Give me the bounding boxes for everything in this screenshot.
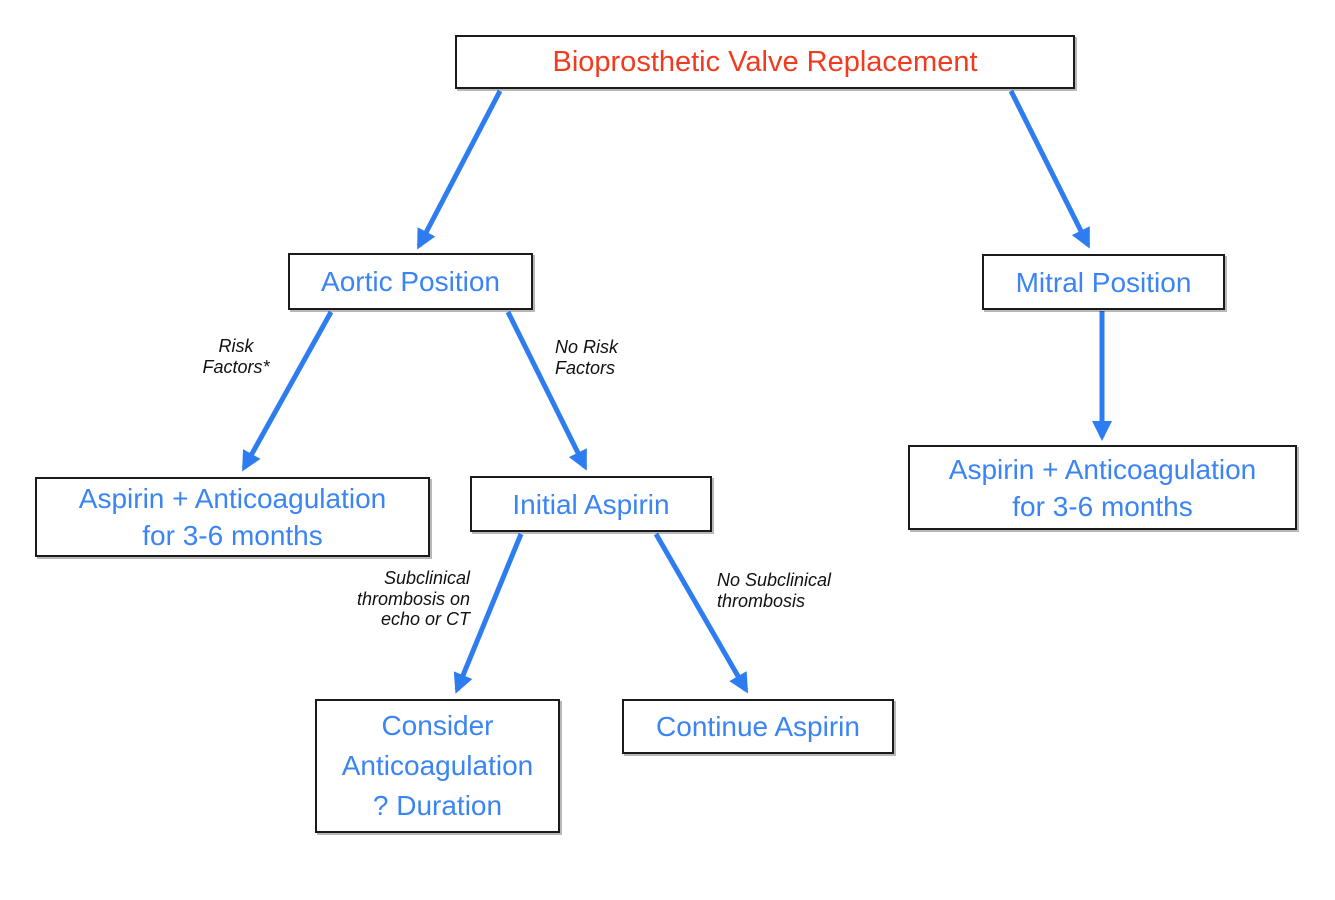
node-aspirin-anticoagulation-mitral: Aspirin + Anticoagulation for 3-6 months — [908, 445, 1297, 530]
edge-label-no-subclinical-thrombosis: No Subclinical thrombosis — [717, 570, 832, 611]
node-mitral-position: Mitral Position — [982, 254, 1225, 310]
edge-initial-to-continue-aspirin — [653, 532, 749, 694]
edge-label-risk-factors: Risk Factors* — [202, 336, 270, 377]
edge-label-subclinical-thrombosis: Subclinical thrombosis on echo or CT — [356, 568, 470, 629]
node-aortic-position: Aortic Position — [288, 253, 533, 310]
edge-aortic-to-initial-aspirin — [505, 310, 588, 471]
node-aspirin-anticoagulation-aortic: Aspirin + Anticoagulation for 3-6 months — [35, 477, 430, 557]
node-bioprosthetic-valve-replacement: Bioprosthetic Valve Replacement — [455, 35, 1075, 89]
edge-label-no-risk-factors: No Risk Factors — [555, 337, 619, 378]
edge-root-to-mitral — [1008, 89, 1091, 249]
edge-root-to-aortic — [416, 89, 503, 250]
node-consider-anticoagulation: Consider Anticoagulation ? Duration — [315, 699, 560, 833]
node-continue-aspirin: Continue Aspirin — [622, 699, 894, 754]
node-initial-aspirin: Initial Aspirin — [470, 476, 712, 532]
